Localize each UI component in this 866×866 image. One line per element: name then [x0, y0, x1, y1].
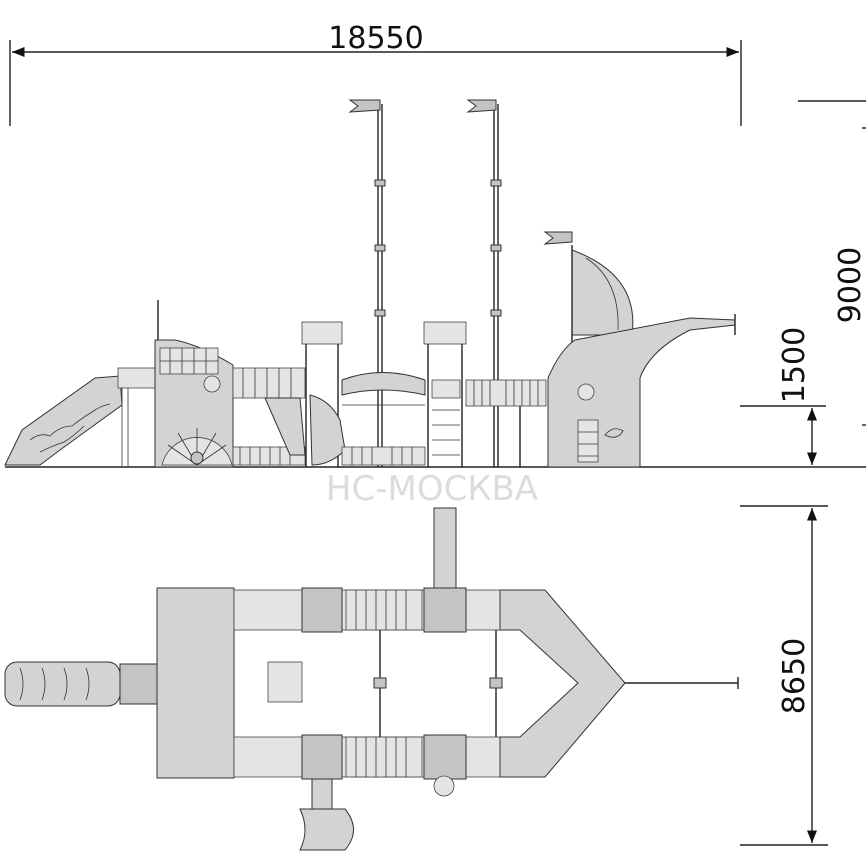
plan-inner-stair — [267, 661, 303, 703]
mast-2 — [466, 99, 502, 467]
tower-1 — [301, 321, 346, 467]
plan-bow — [499, 589, 739, 778]
tower-2 — [423, 321, 467, 467]
dimension-platform-height: 1500 — [740, 327, 826, 465]
plan-slide-top — [433, 507, 457, 589]
rail-bridge — [465, 379, 547, 467]
plan-tower-block-4 — [423, 734, 467, 780]
dimension-total-length: 18550 — [9, 21, 742, 126]
plan-stern-platform — [156, 587, 235, 779]
plan-tower-block-2 — [423, 587, 467, 633]
side-elevation-view — [4, 99, 740, 468]
plan-rope-bridges — [345, 589, 423, 778]
dimension-label-total-width: 8650 — [777, 638, 812, 714]
arched-bridge — [341, 372, 426, 466]
plan-slide-bottom — [299, 775, 455, 851]
watermark-text: НС-МОСКВА — [326, 469, 538, 509]
tube-slide-left — [4, 367, 159, 467]
stern-castle — [154, 300, 234, 468]
dimension-total-height: 9000 — [740, 100, 866, 468]
plan-tower-block-1 — [301, 587, 343, 633]
dimension-label-total-length: 18550 — [328, 21, 423, 56]
dimension-label-platform-height: 1500 — [777, 327, 812, 403]
plan-tube-slide — [4, 661, 158, 707]
walkway-left — [232, 367, 306, 466]
dimension-label-total-height: 9000 — [833, 247, 866, 323]
plan-view — [4, 507, 739, 851]
mast-1 — [348, 99, 386, 467]
plan-tower-block-3 — [301, 734, 343, 780]
dimension-total-width: 8650 — [740, 505, 828, 846]
watermark: НС-МОСКВА — [326, 469, 538, 509]
bow-section — [543, 231, 736, 468]
